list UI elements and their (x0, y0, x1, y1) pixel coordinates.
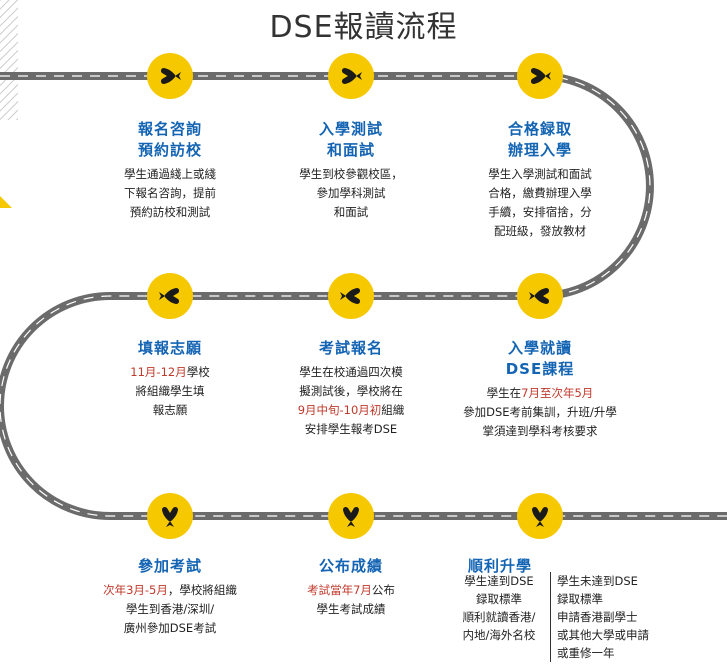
page-title: DSE報讀流程 (269, 10, 458, 45)
step-node-7 (147, 493, 193, 539)
spade-arrow-right-icon (530, 68, 551, 84)
step-subtitle: 和面試 (326, 141, 375, 159)
corner-decoration (0, 196, 12, 208)
step-9: 順利升學 (440, 556, 560, 577)
step-description: 11月-12月學校 將組織學生填 報志願 (130, 365, 210, 417)
step-subtitle: DSE課程 (505, 360, 575, 378)
step-subtitle: 預約訪校 (137, 141, 202, 159)
step-2: 入學測試 和面試 學生到校參觀校區， 參加學科測試 和面試 (251, 119, 451, 222)
step-5: 考試報名 學生在校通過四次模 擬測試後，學校將在 9月中旬-10月初組織 安排學… (251, 338, 451, 439)
step-description: 考試當年7月公布 學生考試成績 (307, 583, 395, 616)
spade-arrow-down-icon (532, 506, 548, 527)
step-7: 參加考試 次年3月-5月，學校將組織 學生到香港/深圳/ 廣州參加DSE考試 (70, 556, 270, 638)
step-node-4 (517, 273, 563, 319)
spade-arrow-left-icon (159, 288, 180, 304)
spade-arrow-right-icon (160, 68, 181, 84)
step-subtitle: 辦理入學 (507, 141, 572, 159)
spade-arrow-down-icon (343, 506, 359, 527)
step-description: 次年3月-5月，學校將組織 學生到香港/深圳/ 廣州參加DSE考試 (103, 583, 237, 635)
step-title: 參加考試 (137, 557, 202, 575)
step-node-9 (517, 493, 563, 539)
step-8: 公布成績 考試當年7月公布 學生考試成績 (251, 556, 451, 619)
step-6: 入學就讀 DSE課程 學生在7月至次年5月 參加DSE考前集訓，升班/升學 掌須… (425, 338, 655, 441)
step-node-1 (147, 53, 193, 99)
step-node-8 (328, 493, 374, 539)
step-description: 學生到校參觀校區， 參加學科測試 和面試 (299, 167, 403, 219)
step-4: 填報志願 11月-12月學校 將組織學生填 報志願 (70, 338, 270, 420)
step-title: 順利升學 (467, 557, 532, 575)
step-description: 學生在校通過四次模 擬測試後，學校將在 9月中旬-10月初組織 安排學生報考DS… (297, 365, 405, 436)
step-description: 學生入學測試和面試 合格，繳費辦理入學 手續，安排宿捨，分 配班級，發放教材 (488, 167, 592, 238)
step-description: 學生在7月至次年5月 參加DSE考前集訓，升班/升學 掌須達到學科考核要求 (463, 386, 617, 438)
step-title: 報名咨詢 (137, 120, 202, 138)
step-title: 合格録取 (507, 120, 572, 138)
step-title: 入學就讀 (507, 339, 572, 357)
spade-arrow-left-icon (340, 288, 361, 304)
step-title: 填報志願 (137, 339, 202, 357)
step-node-2 (328, 53, 374, 99)
spade-arrow-down-icon (162, 506, 178, 527)
step-9-outcomes: 學生達到DSE 録取標準 順利就讀香港/ 内地/海外名校 學生未達到DSE 録取… (452, 572, 682, 662)
step-3: 合格録取 辦理入學 學生入學測試和面試 合格，繳費辦理入學 手續，安排宿捨，分 … (440, 119, 640, 241)
outcome-pass: 學生達到DSE 録取標準 順利就讀香港/ 内地/海外名校 (452, 572, 551, 662)
step-node-5 (328, 273, 374, 319)
step-title: 公布成績 (318, 557, 383, 575)
outcome-fail: 學生未達到DSE 録取標準 申請香港副學士 或其他大學或申請 或重修一年 (557, 574, 649, 660)
step-node-3 (517, 53, 563, 99)
step-node-6 (147, 273, 193, 319)
step-description: 學生通過綫上或綫 下報名咨詢，提前 預約訪校和測試 (124, 167, 216, 219)
step-title: 考試報名 (318, 339, 383, 357)
spade-arrow-right-icon (341, 68, 362, 84)
step-1: 報名咨詢 預約訪校 學生通過綫上或綫 下報名咨詢，提前 預約訪校和測試 (70, 119, 270, 222)
spade-arrow-left-icon (529, 288, 550, 304)
hatch-decoration (0, 0, 18, 120)
step-title: 入學測試 (318, 120, 383, 138)
